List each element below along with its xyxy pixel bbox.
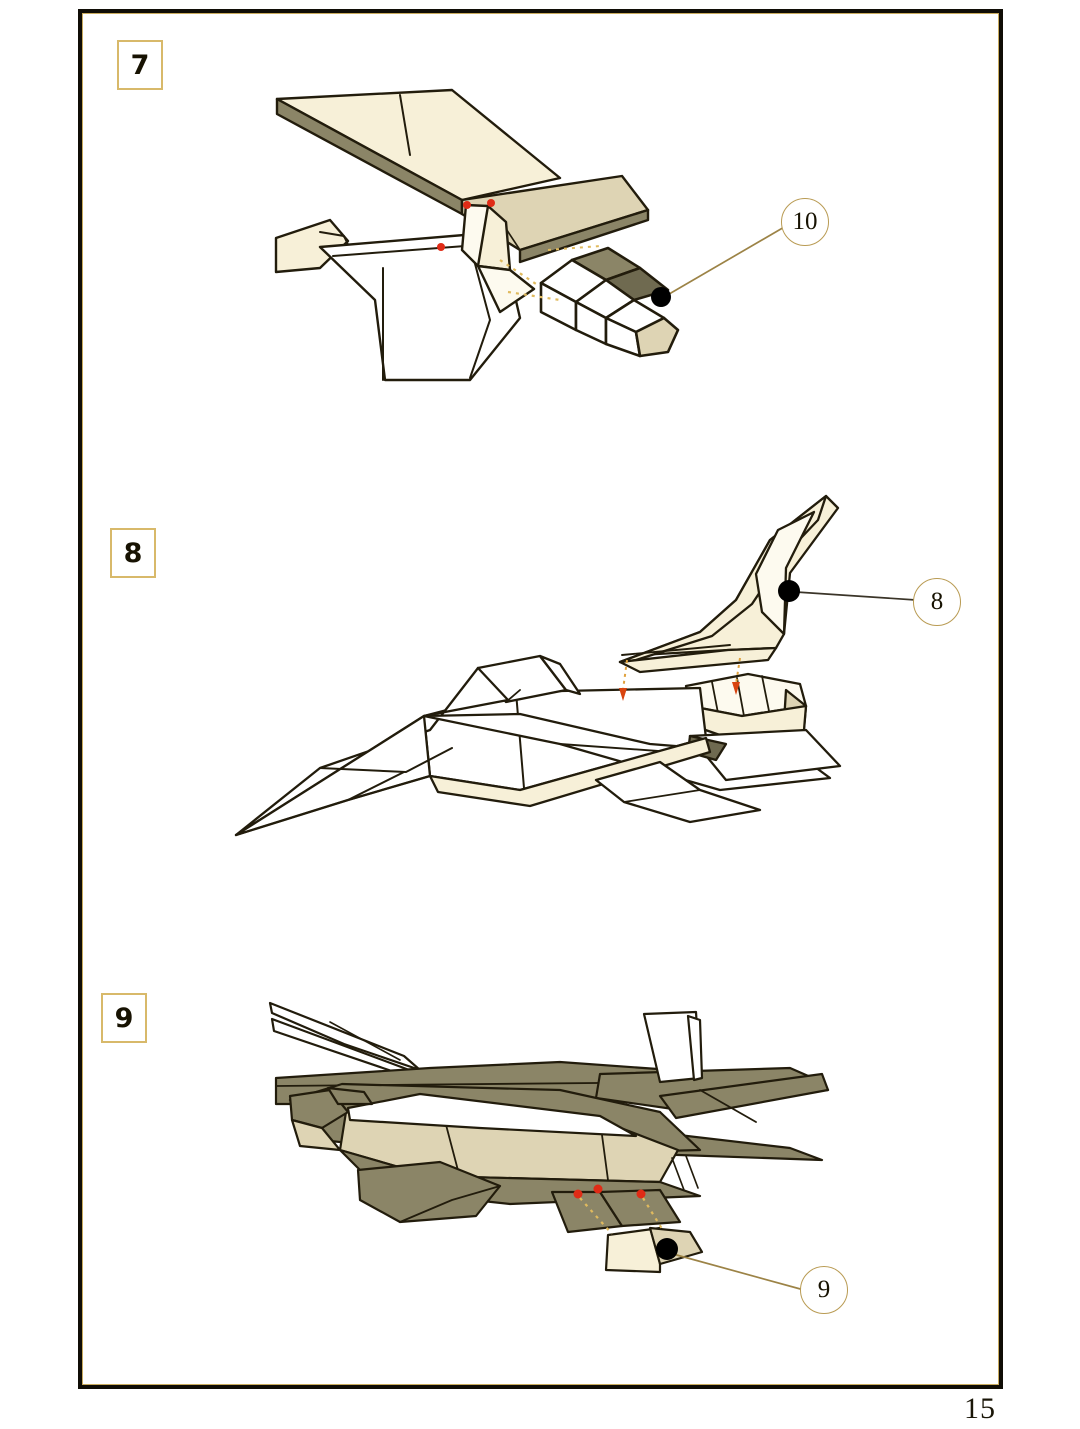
step9-part-fin-fold [649,1227,661,1265]
step8-nose-chine-2 [319,747,453,773]
step8-rear-rib-1 [711,681,719,714]
step9-attachment-dot [656,1238,678,1260]
part-callout-label: 9 [817,1276,831,1303]
step9-tailfin-far-edge [686,1014,704,1082]
step-number-label: 8 [123,537,143,569]
step8-right-wing [688,728,842,782]
part-callout-9: 9 [800,1266,848,1314]
step9-nose-facet-a [288,1088,350,1130]
step9-far-fin-seam [329,1021,401,1061]
step9-guide-line-a [579,1197,613,1235]
step9-left-strake-fold [399,1185,501,1223]
step8-fuselage-spine-fold [515,691,525,789]
page-number: 15 [964,1392,996,1425]
step8-tailfin-base-fold [621,644,731,656]
step7-leader-line [663,225,787,298]
step7-wing-seam [399,94,411,156]
step8-nose-chine-3 [347,771,405,801]
step9-far-fin-a [268,1001,422,1072]
step9-guide-line-b [642,1197,665,1233]
step7-assembly-guide-line-3 [547,245,601,251]
step-number-label: 9 [114,1002,134,1034]
step9-right-wing-outer [658,1072,830,1120]
step9-rear-rib-1 [671,1157,685,1191]
step8-rear-rib-3 [761,675,771,717]
step7-attachment-dot [651,287,671,307]
step7-red-alignment-marks [437,199,495,251]
step7-connector-lower [476,264,536,314]
step9-nose-tab [326,1086,374,1106]
step9-right-wing-seam [699,1089,757,1123]
step7-outer-wing-edge [518,208,650,264]
step9-leader-line [672,1253,805,1291]
part-callout-8: 8 [913,578,961,626]
step9-left-strake [356,1160,502,1224]
step7-nosecone-tip [634,316,680,358]
step8-lower-fin-fold [623,789,701,803]
step-number-box-8: 8 [110,528,156,578]
step8-attachment-dot [778,580,800,602]
step9-fuselage-highlight [346,1092,638,1138]
part-callout-10: 10 [781,198,829,246]
step8-leader-line [795,591,917,601]
step9-red-alignment-marks [573,1184,646,1199]
part-callout-label: 8 [930,588,944,615]
step8-canopy-b [538,654,582,696]
step8-tailfin-inner [754,510,816,636]
step8-attach-arrows [619,657,741,701]
step9-part-ventral-fin-left [604,1226,662,1274]
step8-ventral-strake [428,736,712,808]
step-number-label: 7 [130,49,150,81]
step9-rear-rib-2 [685,1155,699,1189]
step7-assembly-guide-line-2 [507,290,561,302]
step-number-box-7: 7 [117,40,163,90]
step-number-box-9: 9 [101,993,147,1043]
step8-tailfin-base [618,646,778,674]
part-callout-label: 10 [792,208,818,235]
step7-fuselage-inner-fold-c [469,244,491,379]
